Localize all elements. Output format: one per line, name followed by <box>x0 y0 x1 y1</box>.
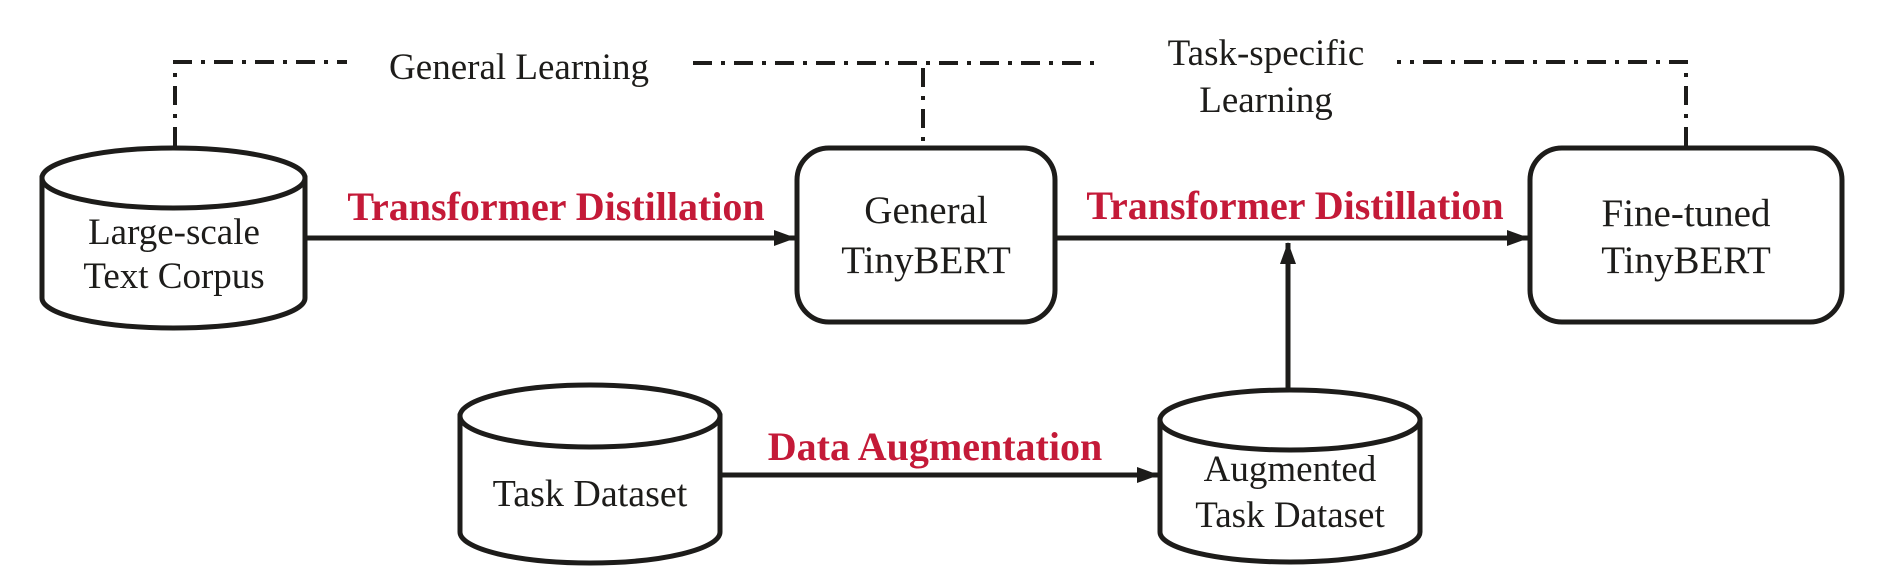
task-dataset-label: Task Dataset <box>492 473 688 515</box>
transformer-distillation-label-2: Transformer Distillation <box>1086 183 1504 228</box>
finetuned-tinybert-box <box>1527 145 1845 325</box>
task-specific-learning-label: Task-specific Learning <box>1167 33 1365 121</box>
general-tinybert-label: General TinyBERT <box>841 189 1011 282</box>
augmented-dataset-cylinder-shape <box>1157 387 1423 565</box>
data-augmentation-label: Data Augmentation <box>767 424 1103 469</box>
augmented-task-dataset-label: Augmented Task Dataset <box>1195 449 1385 536</box>
general-learning-label: General Learning <box>389 47 649 88</box>
general-learning-bracket-left <box>173 60 347 146</box>
task-specific-bracket <box>1397 60 1688 146</box>
general-tinybert-box <box>794 145 1058 325</box>
transformer-distillation-label-1: Transformer Distillation <box>347 184 765 229</box>
finetuned-tinybert-label: Fine-tuned TinyBERT <box>1601 192 1771 282</box>
task-dataset-cylinder-shape <box>457 382 723 566</box>
corpus-cylinder-shape <box>39 145 308 331</box>
corpus-label: Large-scale Text Corpus <box>83 212 265 297</box>
